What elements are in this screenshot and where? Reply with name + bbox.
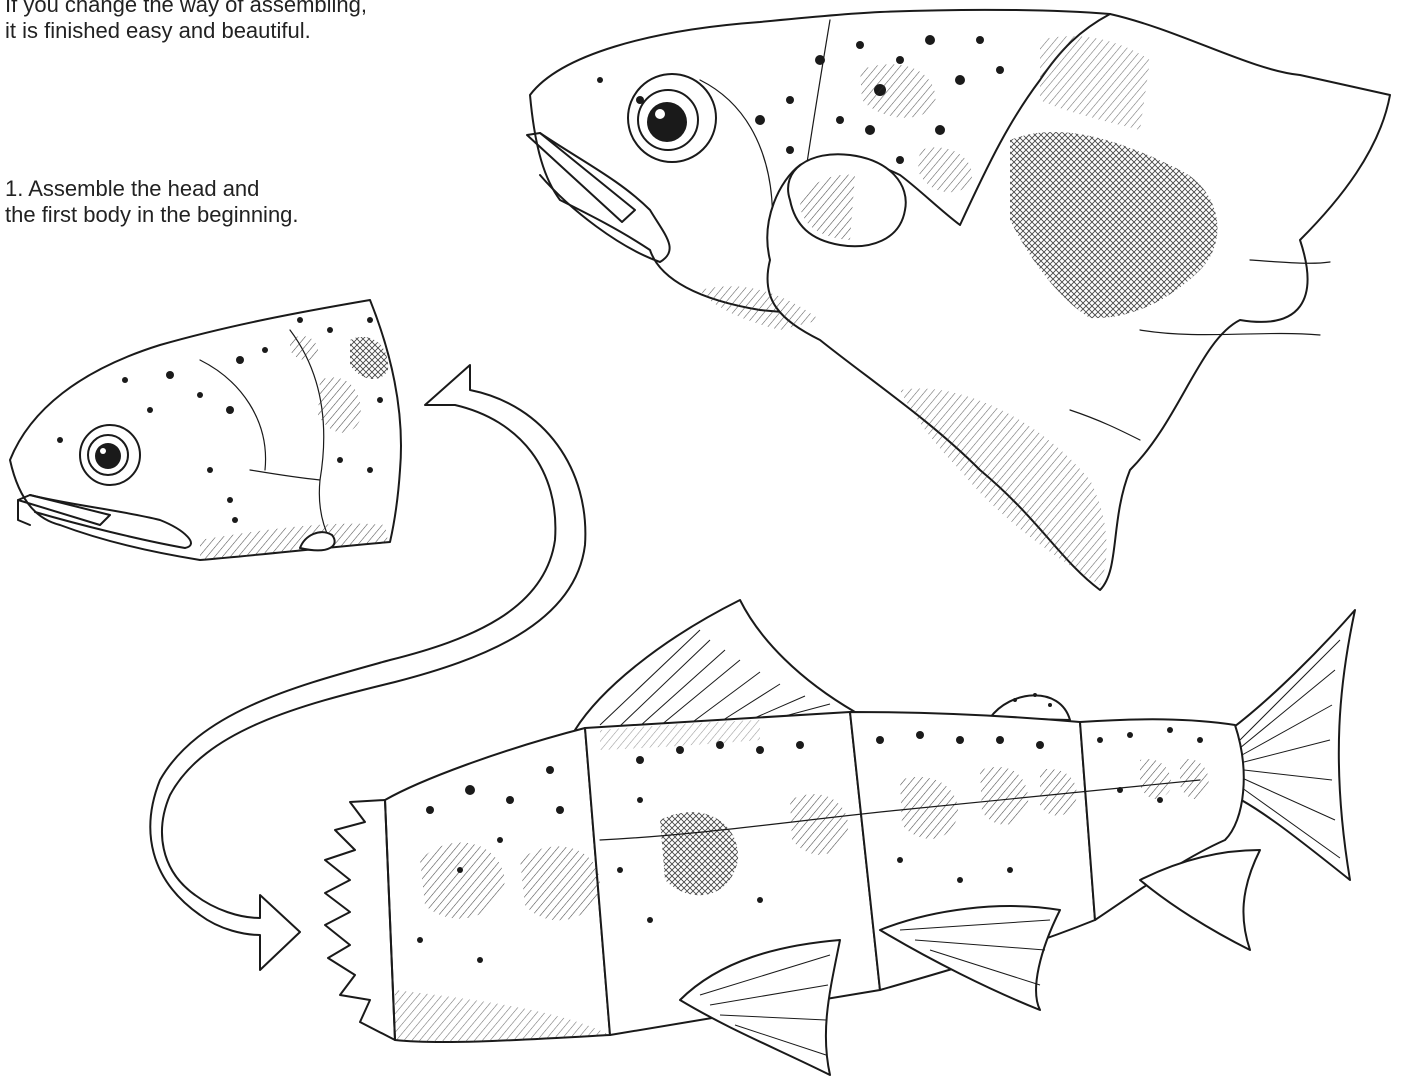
joint-teeth [325,800,395,1040]
trout-body-drawing [325,600,1355,1075]
held-fish-eye [628,74,716,162]
hand-holding-head-drawing [527,10,1390,590]
detached-fish-head [10,300,401,560]
detached-fish-eye [80,425,140,485]
dorsal-fin [575,600,855,730]
